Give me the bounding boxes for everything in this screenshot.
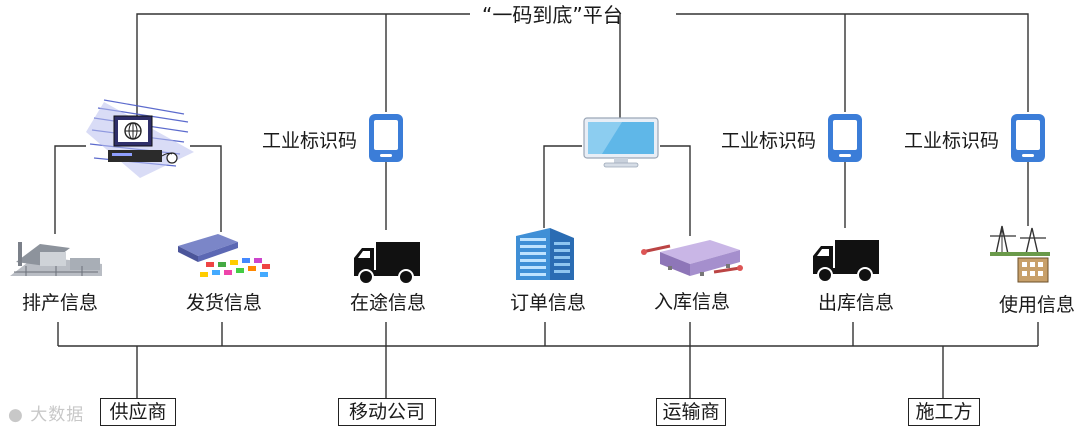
party-box-carrier: 运输商 bbox=[656, 398, 726, 426]
info-label-order: 订单信息 bbox=[510, 292, 587, 314]
info-label-in-transit: 在途信息 bbox=[350, 292, 427, 314]
info-label-shipping: 发货信息 bbox=[186, 292, 263, 314]
party-box-constructor: 施工方 bbox=[908, 398, 980, 426]
monitor-icon bbox=[583, 117, 659, 168]
watermark-text: 大数据 bbox=[30, 405, 85, 425]
factory-icon bbox=[10, 242, 102, 276]
info-label-warehouse-out: 出库信息 bbox=[818, 292, 895, 314]
id-code-label: 工业标识码 bbox=[904, 130, 1000, 152]
info-label-warehouse-in: 入库信息 bbox=[654, 291, 731, 313]
phone-icon bbox=[828, 114, 862, 162]
truck-icon bbox=[354, 242, 420, 285]
watermark-logo-icon: ● bbox=[8, 405, 24, 425]
computer-terminal-icon bbox=[86, 99, 194, 178]
office-building-icon bbox=[516, 228, 574, 280]
conveyor-scanner-icon bbox=[641, 240, 743, 276]
party-box-supplier: 供应商 bbox=[100, 398, 176, 426]
watermark: ● 大数据 bbox=[8, 400, 84, 425]
party-box-mobile-company: 移动公司 bbox=[338, 398, 436, 426]
pallets-icon bbox=[178, 234, 270, 277]
id-code-label: 工业标识码 bbox=[721, 130, 817, 152]
phone-icon bbox=[1011, 114, 1045, 162]
id-code-label: 工业标识码 bbox=[262, 130, 358, 152]
platform-title: “一码到底”平台 bbox=[482, 3, 623, 27]
truck-icon bbox=[813, 240, 879, 283]
info-label-usage: 使用信息 bbox=[999, 294, 1076, 316]
phone-icon bbox=[369, 114, 403, 162]
construction-site-icon bbox=[990, 225, 1050, 283]
info-label-production-schedule: 排产信息 bbox=[22, 292, 99, 314]
